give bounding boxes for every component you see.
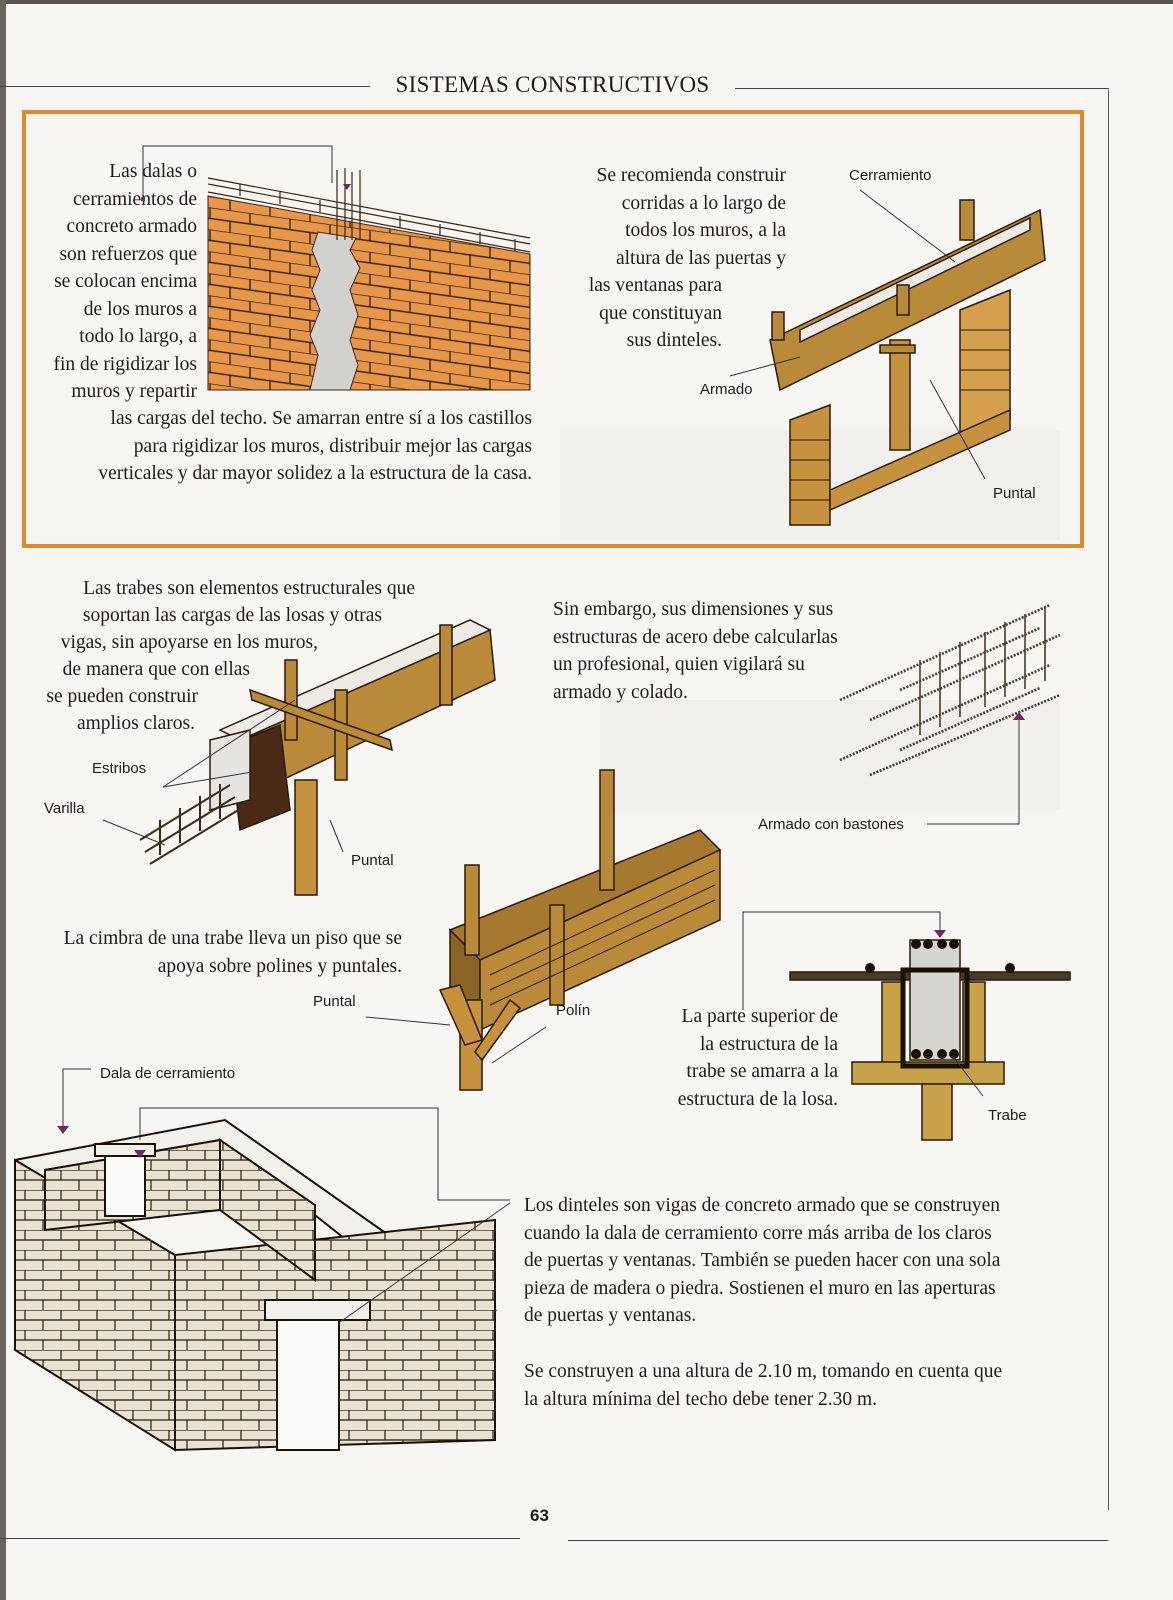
text-line: Se recomienda construir: [596, 165, 786, 186]
label-puntal-shoring: Puntal: [313, 993, 356, 1010]
label-trabe: Trabe: [988, 1107, 1027, 1124]
rebar-cage-illustration: [839, 603, 1061, 777]
calculo-paragraph: Sin embargo, sus dimensiones y sus estru…: [553, 596, 883, 706]
text-line: la altura mínima del techo debe tener 2.…: [524, 1388, 878, 1410]
text-line: vigas, sin apoyarse en los muros,: [60, 632, 318, 653]
text-line: pieza de madera o piedra. Sostienen el m…: [524, 1277, 996, 1299]
dinteles-definition-paragraph: Los dinteles son vigas de concreto armad…: [524, 1192, 1084, 1330]
header-rule-right: [735, 88, 1109, 89]
text-line: Las trabes son elementos estructurales q…: [83, 578, 415, 599]
page-binding-edge: [0, 0, 6, 1600]
trabes-paragraph-6: amplios claros.: [20, 710, 195, 738]
text-line: de los muros a: [83, 298, 197, 320]
text-line: La parte superior de: [681, 1006, 838, 1027]
text-line: Los dinteles son vigas de concreto armad…: [524, 1195, 1000, 1216]
brick-wall-illustration: [207, 168, 531, 391]
text-line: amplios claros.: [76, 713, 195, 734]
dinteles-paragraph: Se recomienda construir corridas a lo la…: [560, 162, 786, 272]
page-title: SISTEMAS CONSTRUCTIVOS: [395, 72, 710, 97]
lintel-formwork-illustration: [769, 199, 1046, 526]
header-rule-left: [0, 86, 370, 87]
beam-shoring-illustration: [438, 769, 722, 1091]
leader-lines-lintel: [729, 189, 986, 480]
label-armado: Armado: [700, 381, 753, 398]
text-line: se pueden construir: [46, 686, 198, 707]
text-line: Las dalas o: [109, 161, 197, 182]
highlight-frame: [22, 110, 1084, 548]
trabes-paragraph-3: vigas, sin apoyarse en los muros,: [20, 629, 318, 657]
text-line: son refuerzos que: [59, 243, 197, 265]
trabes-paragraph-5: se pueden construir: [20, 683, 198, 711]
label-puntal-beam: Puntal: [351, 852, 394, 869]
leader-line-bastones: [927, 712, 1025, 825]
text-line: se colocan encima: [54, 271, 197, 292]
label-cerramiento: Cerramiento: [849, 167, 932, 184]
dinteles-paragraph-cont: las ventanas para que constituyan sus di…: [560, 272, 722, 355]
label-polin: Polín: [556, 1002, 591, 1019]
text-line: las ventanas para: [588, 275, 722, 296]
trabes-paragraph-2: soportan las cargas de las losas y otras: [20, 602, 382, 630]
text-line: corridas a lo largo de: [621, 192, 786, 214]
text-line: muros y repartir: [71, 381, 197, 402]
text-line: Sin embargo, sus dimensiones y sus: [553, 599, 834, 620]
dinteles-height-paragraph: Se construyen a una altura de 2.10 m, to…: [524, 1358, 1084, 1413]
leader-lines-beam: [102, 699, 344, 853]
text-line: las cargas del techo. Se amarran entre s…: [110, 408, 532, 429]
label-dala-cerramiento: Dala de cerramiento: [100, 1065, 236, 1082]
cimbra-paragraph: La cimbra de una trabe lleva un piso que…: [20, 925, 402, 980]
label-varilla: Varilla: [44, 800, 85, 817]
text-line: verticales y dar mayor solidez a la estr…: [98, 463, 532, 484]
text-line: trabe se amarra a la: [686, 1061, 838, 1082]
text-line: estructura de la losa.: [677, 1088, 838, 1110]
dalas-paragraph-tail: las cargas del techo. Se amarran entre s…: [40, 405, 532, 488]
leader-lines-section: [742, 911, 984, 1097]
text-line: que constituyan: [599, 302, 722, 324]
page-frame-right: [1108, 90, 1109, 1510]
text-line: armado y colado.: [553, 681, 688, 703]
text-line: la estructura de la: [699, 1033, 838, 1055]
text-line: concreto armado: [66, 216, 197, 237]
trabes-paragraph: Las trabes son elementos estructurales q…: [20, 575, 415, 603]
leader-line-dalas: [141, 145, 333, 201]
page-number: 63: [530, 1506, 549, 1525]
beam-section-illustration: [789, 939, 1071, 1141]
label-puntal-top: Puntal: [993, 485, 1036, 502]
text-line: apoya sobre polines y puntales.: [157, 955, 402, 977]
text-line: Se construyen a una altura de 2.10 m, to…: [524, 1361, 1003, 1382]
footer-rule-left: [0, 1538, 520, 1539]
text-line: La cimbra de una trabe lleva un piso que…: [63, 928, 402, 949]
leader-lines-house: [57, 1068, 511, 1323]
text-line: soportan las cargas de las losas y otras: [82, 605, 382, 626]
text-line: cerramientos de: [73, 188, 197, 210]
text-line: un profesional, quien vigilará su: [553, 654, 805, 675]
footer-rule-right: [568, 1540, 1108, 1541]
text-line: de manera que con ellas: [62, 659, 250, 680]
house-walls-illustration: [14, 1118, 498, 1452]
text-line: fin de rigidizar los: [53, 353, 198, 375]
text-line: altura de las puertas y: [615, 247, 786, 269]
trabes-paragraph-4: de manera que con ellas: [20, 656, 250, 684]
text-line: cuando la dala de cerramiento corre más …: [524, 1222, 992, 1244]
leader-lines-shoring: [365, 1016, 547, 1064]
text-line: de puertas y ventanas.: [524, 1305, 697, 1326]
page-top-edge: [0, 0, 1173, 4]
dalas-paragraph: Las dalas o cerramientos de concreto arm…: [30, 158, 198, 406]
text-line: de puertas y ventanas. También se pueden…: [524, 1250, 1001, 1271]
label-estribos: Estribos: [92, 760, 147, 777]
text-line: sus dinteles.: [626, 330, 722, 351]
amarre-paragraph: La parte superior de la estructura de la…: [640, 1003, 838, 1113]
text-line: estructuras de acero debe calcularlas: [553, 626, 838, 648]
text-line: todos los muros, a la: [625, 220, 786, 241]
text-line: para rigidizar los muros, distribuir mej…: [133, 435, 532, 457]
beam-formwork-illustration: [139, 619, 496, 896]
label-armado-bastones: Armado con bastones: [758, 816, 904, 833]
text-line: todo lo largo, a: [79, 326, 197, 347]
